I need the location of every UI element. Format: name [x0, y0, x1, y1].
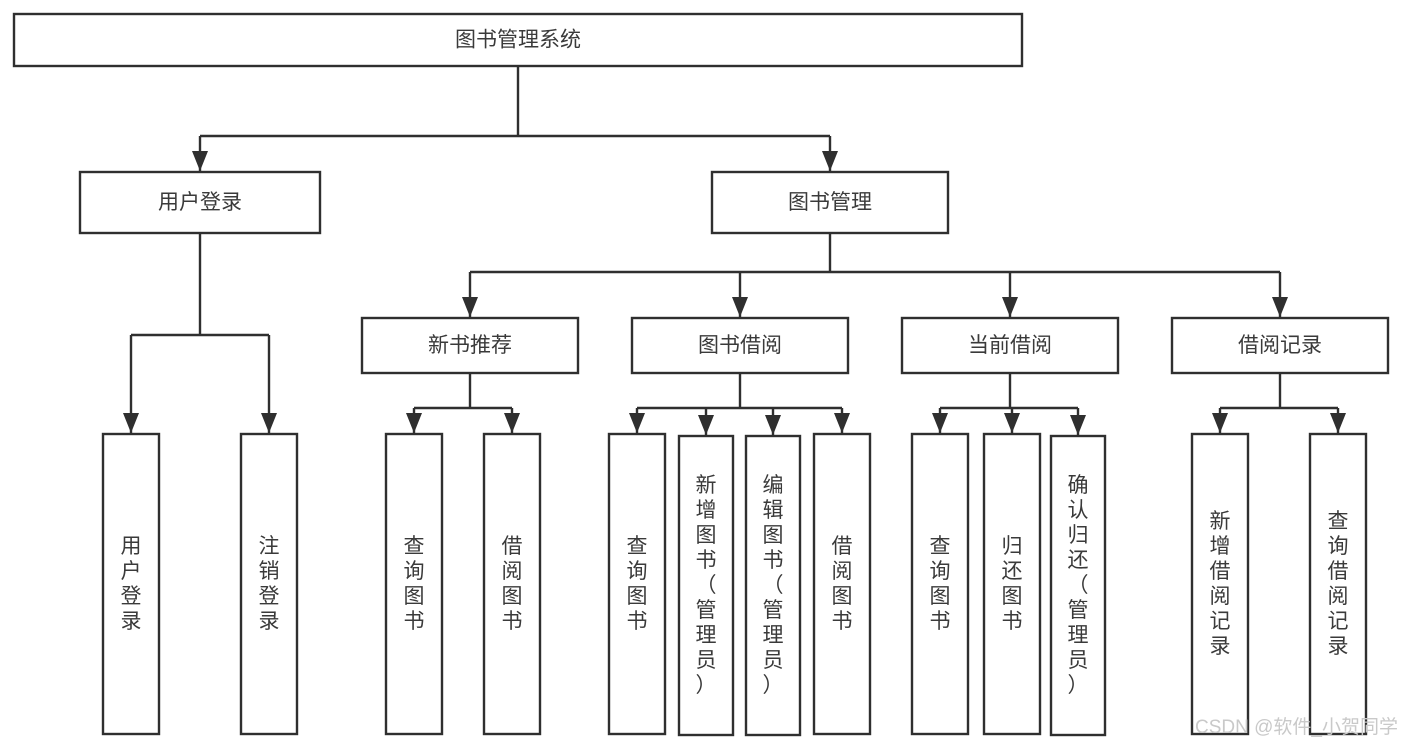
node-box	[482, 432, 542, 736]
node-leaf-record-add[interactable]: 新增借阅记录	[1190, 432, 1250, 736]
node-label: 新增图书（管理员）	[696, 474, 717, 697]
arrow-icon-leaf-borrow-query-book	[629, 413, 645, 433]
node-label: 图书管理	[788, 191, 872, 214]
node-label: 图书管理系统	[455, 29, 581, 52]
node-leaf-current-confirm-return[interactable]: 确认归还（管理员）	[1049, 434, 1107, 737]
node-label: 图书借阅	[698, 334, 782, 357]
arrow-icon-leaf-record-add	[1212, 413, 1228, 433]
nodes-layer: 图书管理系统用户登录图书管理新书推荐图书借阅当前借阅借阅记录用户登录注销登录查询…	[12, 12, 1390, 737]
node-label: 编辑图书（管理员）	[763, 474, 784, 697]
arrow-icon-borrow-record	[1272, 297, 1288, 317]
arrow-icon-leaf-recommend-borrow-book	[504, 413, 520, 433]
node-box	[360, 316, 580, 375]
arrow-icon-leaf-borrow-edit-book	[765, 415, 781, 435]
arrow-icon-leaf-current-query-book	[932, 413, 948, 433]
node-box	[384, 432, 444, 736]
node-label: 归还图书	[1002, 535, 1023, 633]
node-box	[677, 434, 735, 737]
node-leaf-user-logout[interactable]: 注销登录	[239, 432, 299, 736]
node-label: 借阅图书	[832, 535, 853, 633]
arrow-icon-current-borrow	[1002, 297, 1018, 317]
node-box	[910, 432, 970, 736]
connectors-layer	[123, 66, 1346, 435]
node-leaf-current-query-book[interactable]: 查询图书	[910, 432, 970, 736]
arrow-icon-book-borrow	[732, 297, 748, 317]
arrow-icon-new-book-recommend	[462, 297, 478, 317]
node-box	[630, 316, 850, 375]
node-box	[12, 12, 1024, 68]
node-book-manage[interactable]: 图书管理	[710, 170, 950, 235]
node-leaf-recommend-query-book[interactable]: 查询图书	[384, 432, 444, 736]
node-user-login[interactable]: 用户登录	[78, 170, 322, 235]
node-label: 用户登录	[158, 191, 242, 214]
node-leaf-user-login[interactable]: 用户登录	[101, 432, 161, 736]
arrow-icon-user-login	[192, 151, 208, 171]
node-box	[982, 432, 1042, 736]
node-leaf-current-return-book[interactable]: 归还图书	[982, 432, 1042, 736]
node-box	[1049, 434, 1107, 737]
node-new-book-recommend[interactable]: 新书推荐	[360, 316, 580, 375]
node-leaf-borrow-borrow-book[interactable]: 借阅图书	[812, 432, 872, 736]
arrow-icon-leaf-current-confirm-return	[1070, 415, 1086, 435]
node-box	[1170, 316, 1390, 375]
node-box	[78, 170, 322, 235]
arrow-icon-leaf-record-query	[1330, 413, 1346, 433]
node-label: 借阅记录	[1238, 334, 1322, 357]
node-root[interactable]: 图书管理系统	[12, 12, 1024, 68]
node-label: 查询图书	[930, 535, 951, 633]
node-label: 查询图书	[404, 535, 425, 633]
node-box	[812, 432, 872, 736]
node-label: 新书推荐	[428, 334, 512, 357]
csdn-watermark: CSDN @软件_小贺同学	[1195, 716, 1398, 738]
node-current-borrow[interactable]: 当前借阅	[900, 316, 1120, 375]
node-box	[710, 170, 950, 235]
node-label: 新增借阅记录	[1210, 510, 1231, 658]
arrow-icon-leaf-user-login	[123, 413, 139, 433]
node-label: 查询借阅记录	[1328, 510, 1349, 658]
node-box	[101, 432, 161, 736]
node-label: 用户登录	[121, 535, 142, 633]
arrow-icon-book-manage	[822, 151, 838, 171]
arrow-icon-leaf-recommend-query-book	[406, 413, 422, 433]
arrow-icon-leaf-user-logout	[261, 413, 277, 433]
node-box	[1308, 432, 1368, 736]
node-box	[1190, 432, 1250, 736]
node-label: 当前借阅	[968, 334, 1052, 357]
node-leaf-borrow-add-book[interactable]: 新增图书（管理员）	[677, 434, 735, 737]
node-box	[239, 432, 299, 736]
node-leaf-record-query[interactable]: 查询借阅记录	[1308, 432, 1368, 736]
node-box	[607, 432, 667, 736]
arrow-icon-leaf-borrow-add-book	[698, 415, 714, 435]
node-label: 查询图书	[627, 535, 648, 633]
arrow-icon-leaf-current-return-book	[1004, 413, 1020, 433]
node-borrow-record[interactable]: 借阅记录	[1170, 316, 1390, 375]
node-leaf-recommend-borrow-book[interactable]: 借阅图书	[482, 432, 542, 736]
node-label: 借阅图书	[502, 535, 523, 633]
node-box	[744, 434, 802, 737]
node-book-borrow[interactable]: 图书借阅	[630, 316, 850, 375]
arrow-icon-leaf-borrow-borrow-book	[834, 413, 850, 433]
node-leaf-borrow-edit-book[interactable]: 编辑图书（管理员）	[744, 434, 802, 737]
node-box	[900, 316, 1120, 375]
node-label: 确认归还（管理员）	[1068, 474, 1089, 697]
node-label: 注销登录	[259, 535, 280, 633]
node-leaf-borrow-query-book[interactable]: 查询图书	[607, 432, 667, 736]
